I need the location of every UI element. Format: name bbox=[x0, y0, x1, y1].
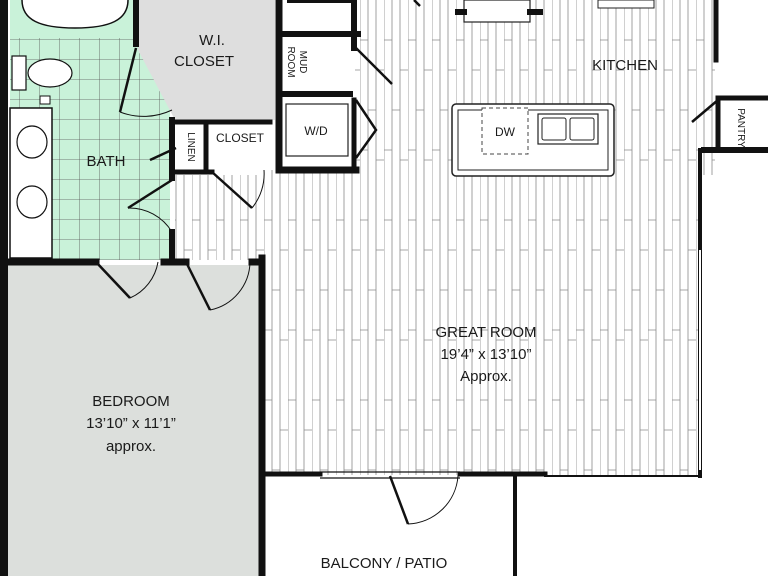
bedroom-note: approx. bbox=[106, 438, 156, 455]
wall bbox=[715, 95, 768, 153]
washer-dryer bbox=[285, 103, 349, 157]
door[interactable] bbox=[355, 47, 393, 85]
cabinet bbox=[597, 0, 655, 9]
great-room-note: Approx. bbox=[460, 368, 512, 385]
door-swing bbox=[129, 261, 159, 299]
great-room-dimensions: 19’4” x 13’10” bbox=[441, 346, 532, 363]
bedroom-label: BEDROOM bbox=[92, 393, 170, 410]
wall bbox=[276, 31, 361, 97]
washer-dryer-label: W/D bbox=[304, 124, 328, 138]
balcony-label: BALCONY / PATIO bbox=[321, 555, 448, 572]
dishwasher bbox=[481, 107, 529, 155]
door[interactable] bbox=[413, 0, 421, 7]
wi-closet-label: W.I. bbox=[199, 32, 225, 49]
pantry-label: PANTRY bbox=[735, 108, 746, 148]
bedroom-floor bbox=[8, 265, 260, 576]
range bbox=[463, 0, 531, 23]
door[interactable] bbox=[388, 475, 410, 525]
door[interactable] bbox=[95, 261, 131, 299]
toilet-bowl bbox=[27, 58, 73, 88]
bath-sink bbox=[16, 125, 48, 159]
door[interactable] bbox=[211, 171, 253, 209]
wi-closet-floor bbox=[138, 0, 275, 120]
bath-sink bbox=[16, 185, 48, 219]
door[interactable] bbox=[118, 47, 138, 113]
sink-basin bbox=[569, 117, 595, 141]
mud-room-label: ROOM bbox=[285, 46, 296, 77]
door-swing bbox=[251, 169, 265, 209]
door[interactable] bbox=[691, 99, 719, 123]
mud-room-floor bbox=[282, 36, 352, 91]
door[interactable] bbox=[354, 99, 378, 159]
toilet-tank bbox=[11, 55, 27, 91]
sink-basin bbox=[541, 117, 567, 141]
bathtub bbox=[21, 0, 129, 29]
door[interactable] bbox=[149, 146, 177, 162]
closet-label: CLOSET bbox=[216, 131, 265, 145]
toilet-paper bbox=[39, 95, 51, 105]
door-swing bbox=[119, 109, 173, 117]
door[interactable] bbox=[127, 178, 173, 210]
bath-label: BATH bbox=[87, 153, 126, 170]
linen-label: LINEN bbox=[185, 132, 196, 161]
great-room-floor bbox=[262, 170, 702, 475]
entry-floor bbox=[175, 175, 270, 260]
bedroom-dimensions: 13’10” x 11’1” bbox=[86, 415, 176, 432]
door-swing bbox=[127, 207, 173, 233]
wall bbox=[287, 0, 543, 15]
kitchen-label: KITCHEN bbox=[592, 57, 658, 74]
door-swing bbox=[209, 261, 251, 311]
door[interactable] bbox=[184, 261, 212, 311]
great-room-label: GREAT ROOM bbox=[435, 324, 536, 341]
door-swing bbox=[407, 475, 459, 525]
wi-closet-label: CLOSET bbox=[174, 53, 234, 70]
mud-room-label: MUD bbox=[297, 51, 308, 74]
dishwasher-label: DW bbox=[495, 125, 516, 139]
